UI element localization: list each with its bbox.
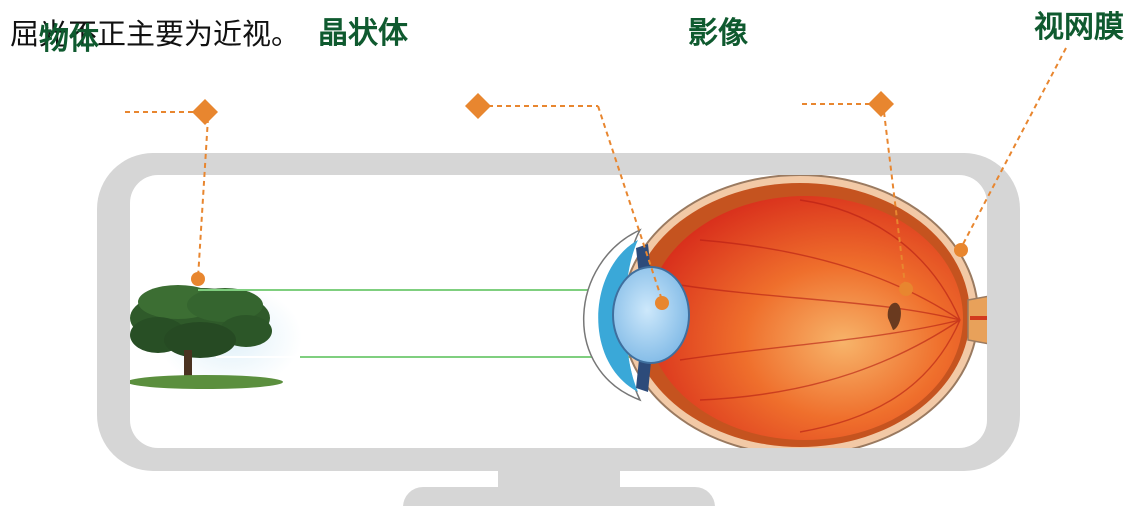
tree-illustration <box>130 285 302 389</box>
callout-retina <box>961 47 1067 247</box>
callout-lens-diamond <box>465 93 491 119</box>
label-retina: 视网膜 <box>1034 10 1124 45</box>
eyeball-cross-section <box>582 175 987 448</box>
callout-object-diamond <box>192 99 218 125</box>
callout-lens <box>488 105 663 301</box>
callout-image-dot <box>899 282 913 296</box>
callout-retina-dot <box>954 243 968 257</box>
label-lens: 晶状体 <box>318 16 408 51</box>
caption-text: 屈光不正主要为近视。 <box>10 17 301 51</box>
callout-lens-dot <box>655 296 669 310</box>
callout-object-dot <box>191 272 205 286</box>
callout-object <box>125 111 209 279</box>
label-image: 影像 <box>688 16 748 51</box>
label-object: 物体 <box>39 22 99 57</box>
callout-image-diamond <box>868 91 894 117</box>
callout-image <box>802 103 906 286</box>
